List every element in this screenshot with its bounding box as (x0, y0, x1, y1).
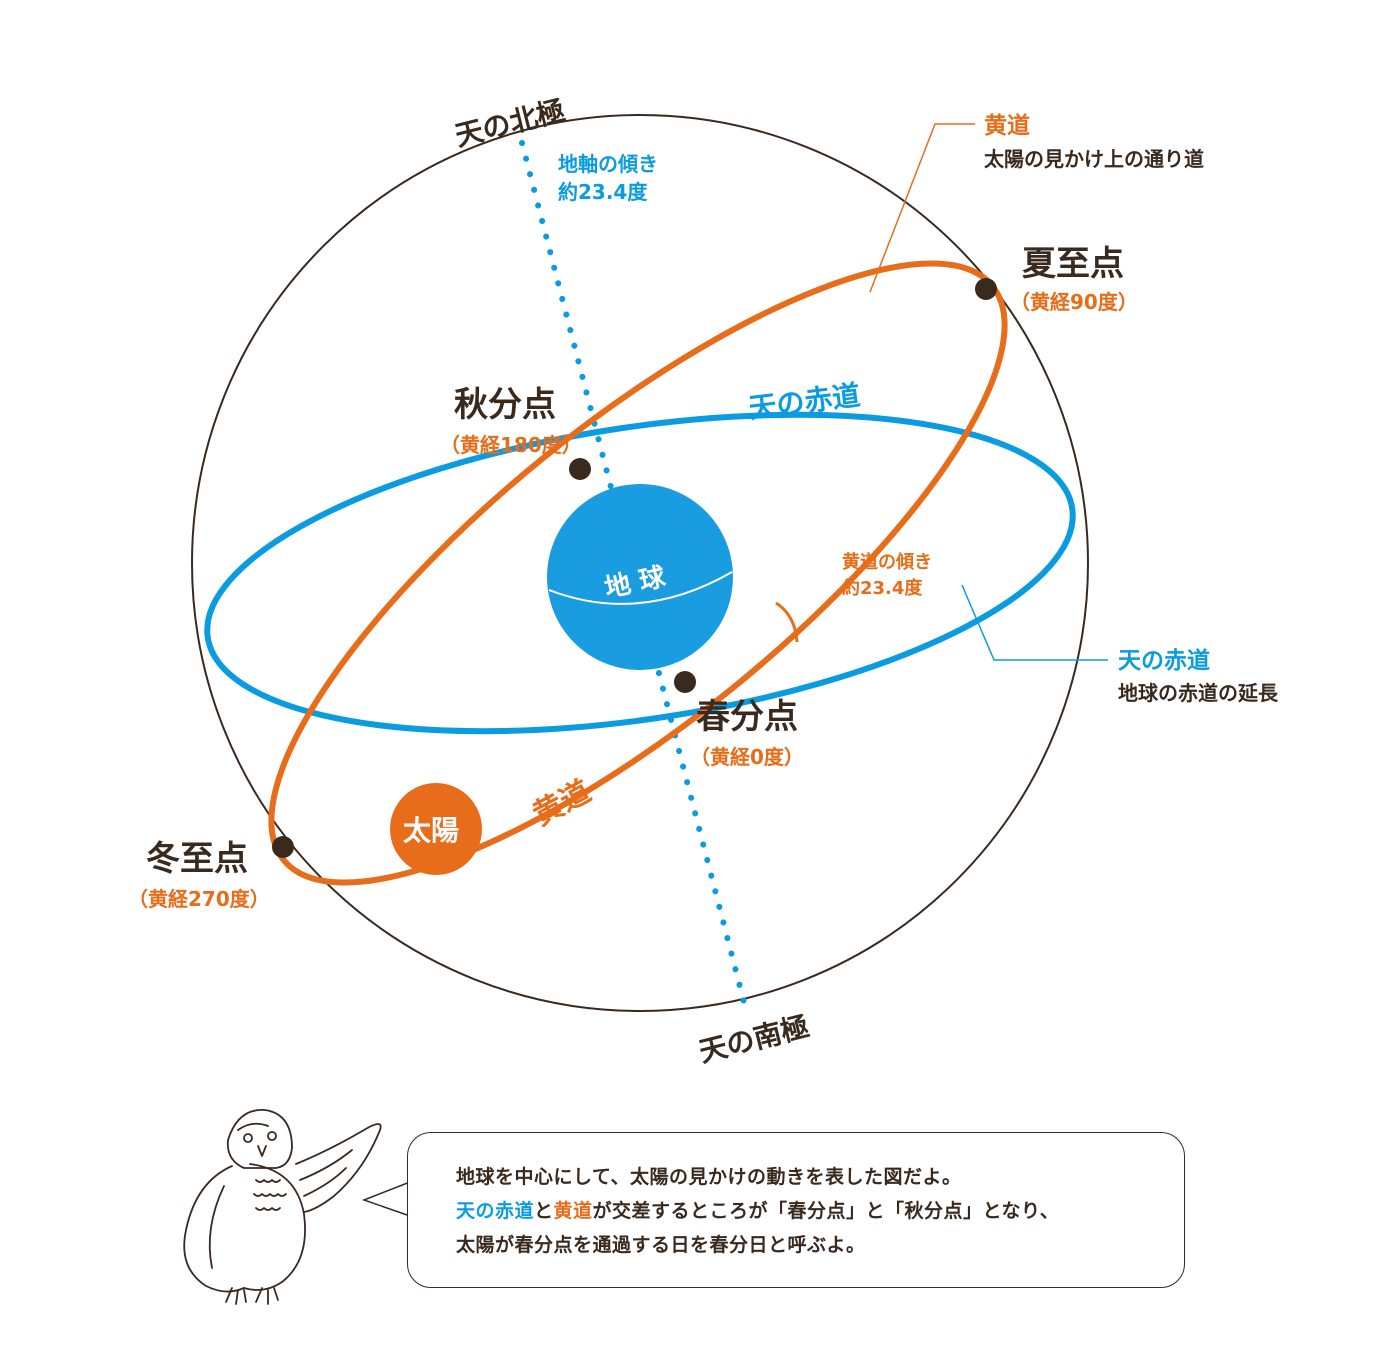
winter-solstice-longitude: （黄経270度） (128, 887, 270, 911)
equator-description: 地球の赤道の延長 (1118, 681, 1279, 705)
autumn-equinox-longitude: （黄経180度） (440, 433, 582, 457)
owl-icon (183, 1109, 382, 1305)
spring-equinox-point (674, 671, 696, 693)
sun (390, 783, 482, 875)
winter-solstice-point (272, 836, 294, 858)
celestial-equator-ellipse (204, 411, 1076, 735)
summer-solstice-longitude: （黄経90度） (1010, 290, 1138, 314)
bubble-equator-term: 天の赤道 (456, 1200, 535, 1222)
north-pole-label: 天の北極 (452, 94, 569, 153)
ecliptic-description: 太陽の見かけ上の通り道 (984, 147, 1204, 171)
winter-solstice-label: 冬至点 (146, 839, 248, 879)
spring-equinox-longitude: （黄経0度） (690, 745, 804, 769)
equator-leader-line (961, 584, 1108, 661)
south-pole-label: 天の南極 (696, 1010, 813, 1069)
bubble-pointer (361, 1181, 411, 1217)
bubble-and: と (534, 1200, 554, 1222)
bubble-line-2: 天の赤道と黄道が交差するところが「春分点」と「秋分点」となり、 (456, 1194, 1176, 1228)
earth (547, 484, 733, 670)
autumn-equinox-label: 秋分点 (454, 385, 556, 425)
ecliptic-title: 黄道 (984, 112, 1030, 139)
celestial-sphere (191, 114, 1089, 1012)
bubble-ecliptic-term: 黄道 (553, 1200, 593, 1222)
speech-bubble-text: 地球を中心にして、太陽の見かけの動きを表した図だよ。 天の赤道と黄道が交差すると… (456, 1160, 1176, 1262)
ecliptic-leader-line (869, 123, 975, 293)
autumn-equinox-point (569, 458, 591, 480)
bubble-line-3: 太陽が春分点を通過する日を春分日と呼ぶよ。 (456, 1234, 866, 1256)
summer-solstice-point (975, 278, 997, 300)
ecliptic-tilt-arc (775, 601, 799, 643)
equator-title: 天の赤道 (1118, 647, 1210, 674)
bubble-line-1: 地球を中心にして、太陽の見かけの動きを表した図だよ。 (456, 1166, 962, 1188)
bubble-line-2-rest: が交差するところが「春分点」と「秋分点」となり、 (592, 1200, 1060, 1222)
ecliptic-tilt-label-1: 黄道の傾き (842, 551, 932, 573)
sun-label: 太陽 (403, 814, 459, 847)
ecliptic-tilt-label-2: 約23.4度 (842, 577, 923, 599)
ecliptic-orbit-label: 黄道 (527, 774, 596, 833)
speech-bubble (407, 1132, 1185, 1288)
axis-tilt-label-1: 地軸の傾き (558, 152, 658, 176)
spring-equinox-label: 春分点 (696, 697, 798, 737)
summer-solstice-label: 夏至点 (1022, 244, 1124, 284)
axis-tilt-label-2: 約23.4度 (558, 180, 648, 204)
